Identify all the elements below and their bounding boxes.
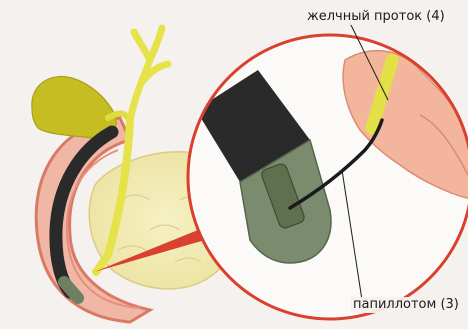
label-papillotome: папиллотом (3) [351, 297, 461, 313]
label-bile-duct: желчный проток (4) [305, 9, 447, 25]
